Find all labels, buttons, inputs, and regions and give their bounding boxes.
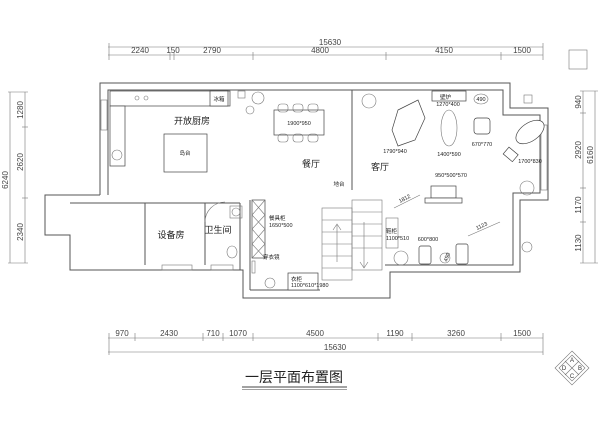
living-furniture: 壁炉 1270*400 490 1790*940 1400*590 670*77… [383, 90, 545, 265]
dim-bottom-2: 2430 [160, 329, 178, 338]
fridge-label: 冰箱 [213, 95, 225, 103]
walls [44, 82, 549, 299]
round-table-size-2: 490 [443, 252, 452, 263]
dim-bottom-total: 15630 [324, 343, 347, 352]
sideboard-label: 餐具柜 [269, 214, 286, 222]
dim-top-total: 15630 [319, 38, 342, 47]
platform-label: 地台 [333, 180, 345, 188]
compass-b: B [578, 366, 582, 372]
dim-left-3: 2340 [16, 223, 25, 241]
dim-top-1: 2240 [131, 46, 149, 55]
round-table-size-1: 490 [476, 97, 485, 103]
wardrobe-label: 衣柜 [291, 275, 303, 283]
dim-bottom-8: 1500 [513, 329, 531, 338]
armchair-size: 670*770 [472, 142, 493, 148]
fireplace-size: 1270*400 [436, 102, 460, 108]
chairs-size: 600*800 [418, 237, 439, 243]
dim-left-2: 2620 [16, 153, 25, 171]
shoe-cabinet-size: 1100*510 [386, 236, 409, 242]
bottom-dimensions: 970 2430 710 1070 4500 1190 3260 1500 15… [108, 329, 544, 355]
dim-right-2: 2920 [574, 141, 583, 159]
room-kitchen: 开放厨房 [174, 115, 210, 127]
corner-square [568, 49, 588, 70]
service-furniture: 餐具柜 1650*500 穿衣镜 衣柜 1100*610*1980 [226, 199, 329, 291]
plant-icon [245, 91, 535, 289]
shoe-cabinet-label: 鞋柜 [386, 227, 398, 235]
sideboard-size: 1650*500 [269, 223, 293, 229]
dim-left-1: 1280 [16, 101, 25, 119]
diag-dim-1: 1812 [398, 194, 412, 205]
dim-right-1: 940 [574, 95, 583, 109]
coffee-table-size: 1400*590 [437, 152, 461, 158]
room-living: 客厅 [371, 161, 389, 173]
dim-right-3: 1170 [574, 196, 583, 214]
compass-a: A [570, 358, 574, 364]
room-equipment: 设备房 [157, 229, 184, 241]
top-dimensions: 15630 2240 150 2790 4800 4150 1500 [108, 38, 588, 70]
wardrobe-size: 1100*610*1980 [291, 283, 329, 289]
dim-left-total: 6240 [1, 171, 10, 189]
right-dimensions: 940 2920 1170 1130 6160 [574, 90, 598, 264]
dim-right-total: 6160 [586, 146, 595, 164]
lounge-chair-size: 1700*830 [518, 159, 542, 165]
tv-cabinet-size: 950*500*570 [435, 173, 467, 179]
compass-c: C [570, 374, 575, 380]
dim-bottom-3: 710 [206, 329, 220, 338]
dim-right-4: 1130 [574, 234, 583, 252]
compass-icon: A B C D [554, 350, 590, 386]
dim-bottom-7: 3260 [447, 329, 465, 338]
staircase [321, 199, 383, 281]
dim-top-5: 4150 [435, 46, 453, 55]
dim-bottom-5: 4500 [306, 329, 324, 338]
drawing-title: 一层平面布置图 [245, 370, 343, 386]
dim-bottom-1: 970 [115, 329, 129, 338]
diag-dim-2: 1123 [475, 221, 488, 231]
dim-top-2: 150 [166, 46, 180, 55]
sofa-size: 1790*940 [383, 149, 407, 155]
fireplace-label: 壁炉 [440, 93, 452, 101]
left-dimensions: 6240 1280 2620 2340 [1, 91, 28, 264]
dim-top-6: 1500 [513, 46, 531, 55]
dining-table-size: 1900*950 [287, 121, 311, 127]
dim-bottom-6: 1190 [386, 329, 404, 338]
dim-bottom-4: 1070 [229, 329, 247, 338]
person-icon [521, 241, 533, 253]
room-bathroom: 卫生间 [204, 224, 231, 236]
mirror-label: 穿衣镜 [263, 253, 280, 261]
dining-table: 1900*950 [273, 103, 325, 143]
island-label: 岛台 [179, 149, 191, 157]
kitchen-furniture: 冰箱 岛台 [109, 90, 246, 173]
dim-top-4: 4800 [311, 46, 329, 55]
compass-d: D [562, 366, 567, 372]
dim-top-3: 2790 [203, 46, 221, 55]
room-dining: 餐厅 [302, 158, 320, 170]
